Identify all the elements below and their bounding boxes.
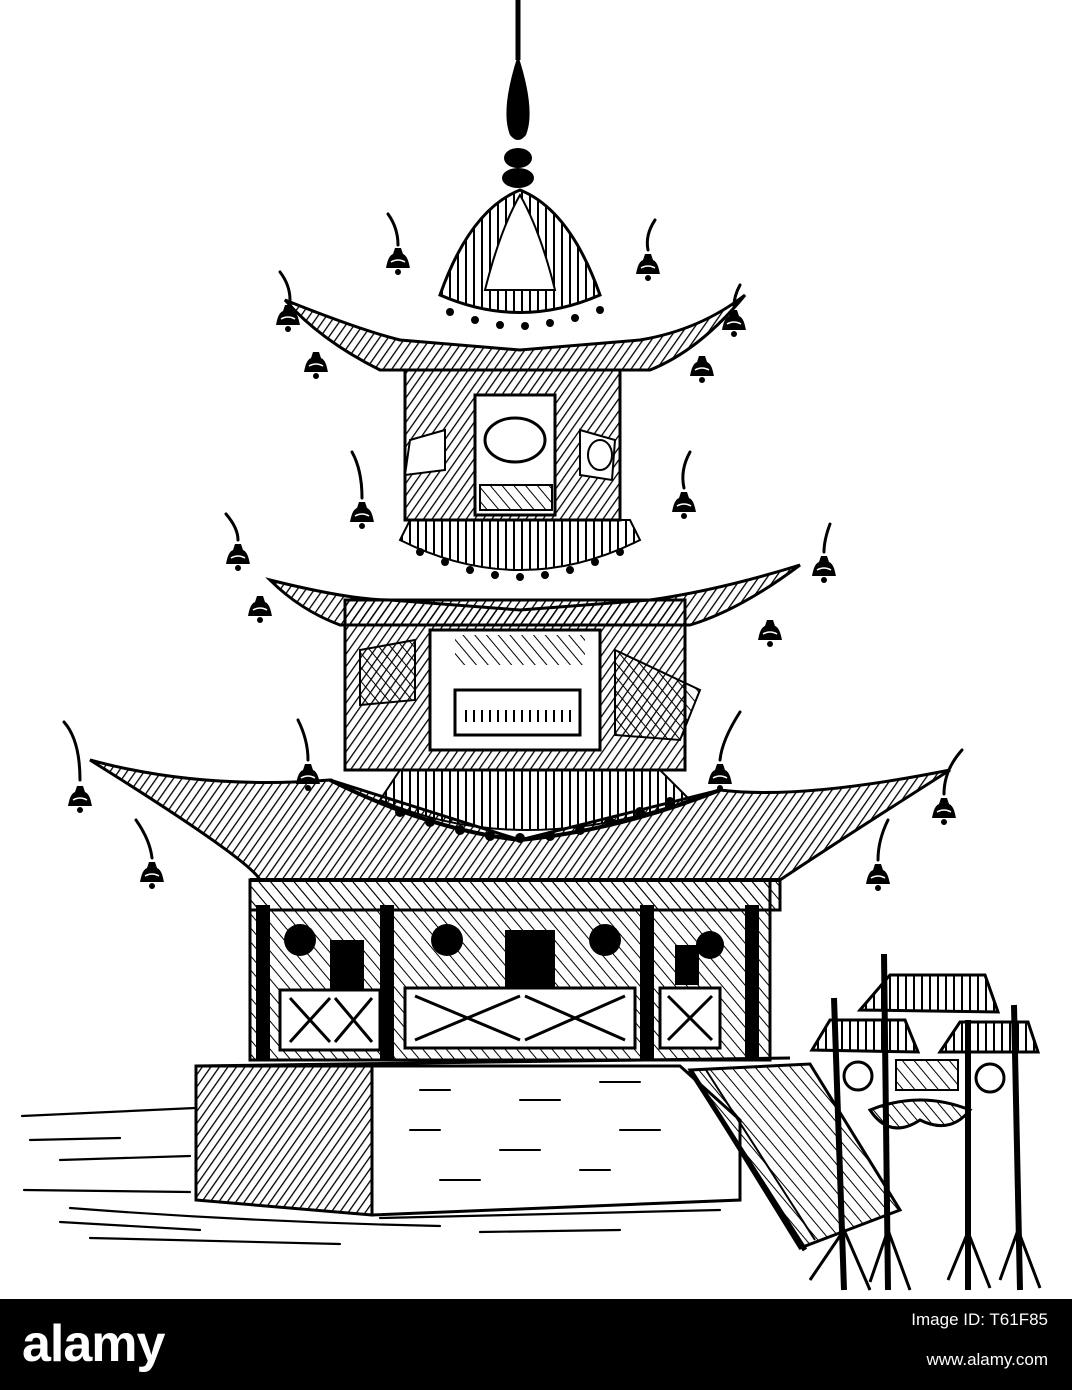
- footer-bar: alamy Image ID: T61F85 www.alamy.com: [0, 1299, 1072, 1390]
- roof-tips: [62, 212, 964, 862]
- stone-platform: [194, 1056, 791, 1217]
- middle-story: [343, 598, 702, 772]
- gate-structure: [808, 953, 1042, 1291]
- stairs: [687, 1062, 903, 1252]
- top-story: [403, 368, 622, 522]
- lower-roof: [89, 758, 951, 912]
- image-id-label: Image ID: T61F85: [911, 1310, 1048, 1329]
- pagoda-illustration: [20, 0, 1042, 1291]
- middle-roof: [265, 519, 801, 627]
- ground-strokes: [20, 1106, 722, 1246]
- pagoda-drawing: [20, 0, 1042, 1291]
- brand-logo: alamy: [22, 1315, 165, 1373]
- top-roof: [283, 188, 747, 372]
- finial: [502, 0, 534, 188]
- site-url: www.alamy.com: [926, 1350, 1048, 1369]
